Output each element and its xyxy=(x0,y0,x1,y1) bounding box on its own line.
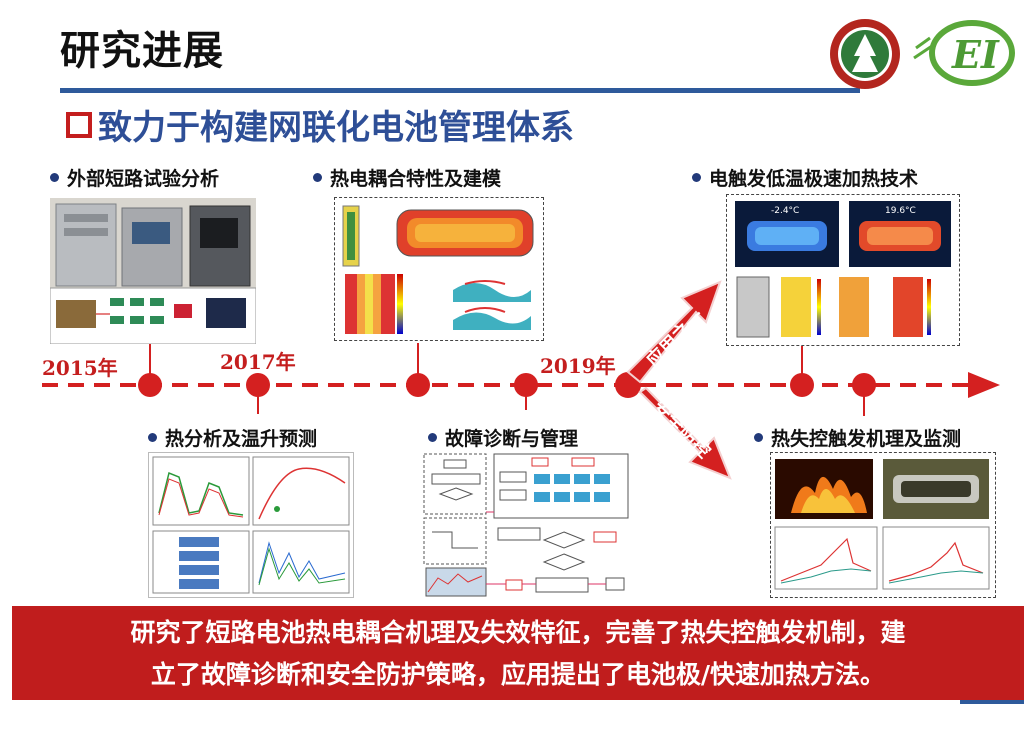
timeline-dot xyxy=(514,373,538,397)
timeline-dot xyxy=(406,373,430,397)
year-label: 2017年 xyxy=(220,350,296,374)
item-label: 热分析及温升预测 xyxy=(165,428,318,450)
timeline-dot xyxy=(138,373,162,397)
university-logo xyxy=(830,19,900,89)
item-thermal-analysis: 热分析及温升预测 xyxy=(148,424,317,451)
item-fault-diagnosis: 故障诊断与管理 xyxy=(428,424,578,451)
timeline-dot xyxy=(246,373,270,397)
bullet-icon xyxy=(754,433,763,442)
ei-lab-logo: EI xyxy=(913,20,1015,86)
short-circuit-test-image xyxy=(49,198,257,345)
bullet-icon xyxy=(692,173,701,182)
timeline-dot xyxy=(790,373,814,397)
footer-accent xyxy=(960,700,1024,704)
summary-banner: 研究了短路电池热电耦合机理及失效特征，完善了热失控触发机制，建 立了故障诊断和安… xyxy=(12,606,1024,700)
safety-arrow: 安全防控 xyxy=(638,386,732,480)
item-label: 故障诊断与管理 xyxy=(445,428,579,450)
item-label: 热电耦合特性及建模 xyxy=(330,168,502,190)
item-thermal-runaway: 热失控触发机理及监测 xyxy=(754,424,961,451)
year-label: 2015年 xyxy=(42,356,118,380)
timeline-dot xyxy=(852,373,876,397)
bullet-icon xyxy=(428,433,437,442)
svg-text:EI: EI xyxy=(951,32,1000,77)
bullet-icon xyxy=(50,173,59,182)
cold-temp-label: -2.4°C xyxy=(771,206,799,216)
title-underline xyxy=(60,88,860,93)
thermal-analysis-image xyxy=(148,452,354,598)
page-title: 研究进展 xyxy=(60,28,224,74)
subtitle: 致力于构建网联化电池管理体系 xyxy=(66,100,574,149)
warm-temp-label: 19.6°C xyxy=(885,206,916,216)
item-external-short-circuit: 外部短路试验分析 xyxy=(50,164,219,191)
bullet-icon xyxy=(148,433,157,442)
summary-line-1: 研究了短路电池热电耦合机理及失效特征，完善了热失控触发机制，建 xyxy=(130,618,906,647)
item-electro-thermal: 热电耦合特性及建模 xyxy=(313,164,501,191)
safety-arrow-label: 安全防控 xyxy=(648,396,714,462)
item-label: 热失控触发机理及监测 xyxy=(771,428,962,450)
square-bullet-icon xyxy=(66,111,92,138)
item-low-temp-heating: 电触发低温极速加热技术 xyxy=(692,164,918,191)
bullet-icon xyxy=(313,173,322,182)
electro-thermal-model-image xyxy=(334,197,544,341)
timeline-arrowhead xyxy=(968,372,1000,398)
fault-diagnosis-flowchart xyxy=(422,452,634,598)
item-label: 电触发低温极速加热技术 xyxy=(709,168,919,190)
application-arrow: 应用之一 xyxy=(626,280,722,384)
timeline: 应用之一 安全防控 xyxy=(42,280,1000,480)
thermal-runaway-image xyxy=(770,452,996,598)
summary-line-2: 立了故障诊断和安全防护策略，应用提出了电池极/快速加热方法。 xyxy=(150,660,886,689)
year-label: 2019年 xyxy=(540,354,616,378)
low-temp-heating-image: -2.4°C 19.6°C xyxy=(726,194,960,346)
subtitle-text: 致力于构建网联化电池管理体系 xyxy=(98,108,574,148)
item-label: 外部短路试验分析 xyxy=(67,168,220,190)
application-arrow-label: 应用之一 xyxy=(642,305,708,371)
